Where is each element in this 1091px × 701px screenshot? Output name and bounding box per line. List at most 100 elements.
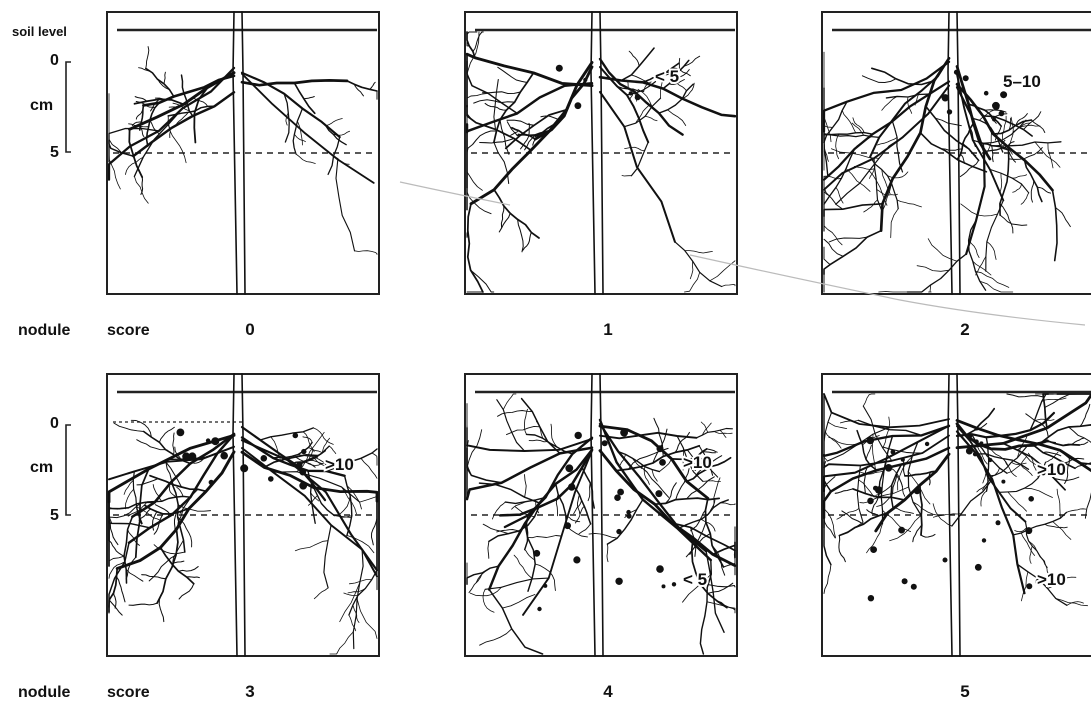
root-nodule [975,564,982,571]
root-branch [842,110,856,133]
root-nodule [268,476,274,482]
root-branch [1056,208,1071,227]
nodule-score-value: 5 [960,682,969,701]
root-branch [1037,187,1050,193]
root-branch [863,394,875,406]
taproot [600,374,603,656]
root-nodule [891,450,896,455]
root-branch [109,556,124,566]
nodule-score-value: 2 [960,320,969,339]
root-branch [467,172,482,190]
root-branch [1000,204,1013,233]
root-nodule [617,489,624,496]
root-branch [294,134,305,142]
root-branch [137,479,158,485]
root-branch [588,483,590,501]
root-nodule [984,91,989,96]
root-branch [360,493,377,502]
root-nodule [657,445,664,452]
root-nodule [973,452,977,456]
root-nodule [1028,496,1034,502]
root-branch [169,124,186,163]
depth-unit-label: cm [30,97,53,114]
root-branch [607,544,608,562]
root-branch [507,120,534,125]
root-nodule [635,95,641,101]
root-branch [514,555,533,579]
root-branch [483,524,508,533]
root-branch [824,247,830,265]
nodule-count-annotation: < 5 [655,67,679,86]
root-branch [529,123,530,135]
root-nodule [659,459,666,466]
root-branch [1007,394,1044,397]
root-nodule [568,483,575,490]
root-nodule [301,449,306,454]
root-branch [518,219,524,251]
root-branch [600,433,697,439]
root-nodule [565,464,573,472]
root-branch [703,481,721,482]
root-nodule [211,437,219,445]
root-branch [644,467,649,485]
root-nodule [209,480,214,485]
root-branch [883,417,890,448]
root-branch [828,422,847,429]
taproot [600,12,603,294]
root-branch [177,487,183,496]
root-branch [824,239,843,256]
root-nodule [299,482,307,490]
root-panel-score-3: >103 [107,374,379,701]
root-branch [824,124,833,128]
taproot [242,374,245,656]
root-nodule [902,578,908,584]
root-nodule [672,582,676,586]
root-branch [839,536,846,562]
depth-unit-label: cm [30,459,53,476]
root-branch [684,56,700,66]
depth-zero-label: 0 [50,415,59,432]
root-nodule [943,558,948,563]
root-branch [370,82,376,89]
root-branch [485,578,549,589]
root-nodule [870,546,877,553]
root-branch [824,178,843,209]
root-branch [625,147,645,151]
depth-five-label: 5 [50,144,59,161]
root-branch [480,139,514,144]
root-branch [173,433,174,455]
soil-level-label: soil level [12,24,67,39]
nodule-score-value: 1 [603,320,612,339]
root-branch [336,160,355,251]
root-branch [473,32,483,51]
root-nodule [533,550,540,557]
root-branch [864,466,868,493]
root-nodule [988,458,992,462]
score-caption-word: score [107,684,150,701]
root-branch [525,550,534,560]
root-nodule [220,452,228,460]
root-branch [866,445,871,459]
root-branch [494,190,539,238]
root-nodule [885,464,893,472]
root-branch [864,200,878,212]
root-branch [1067,509,1086,513]
root-branch [114,423,144,431]
root-branch [1013,184,1022,192]
taproot [242,12,245,294]
nodule-score-value: 3 [245,682,254,701]
root-nodule [296,462,302,468]
depth-bracket [66,62,71,152]
root-nodule [662,584,666,588]
root-nodule [602,440,608,446]
taproot [957,12,960,294]
root-branch [499,213,510,232]
panels-layer: 0< 515–102>103>10< 54>10>105 [107,12,1091,701]
root-branch [489,450,592,590]
root-nodule [963,75,969,81]
root-nodule [656,565,664,573]
root-nodule [543,584,547,588]
root-branch [498,411,533,417]
root-branch [891,209,899,238]
root-branch [1009,117,1013,146]
